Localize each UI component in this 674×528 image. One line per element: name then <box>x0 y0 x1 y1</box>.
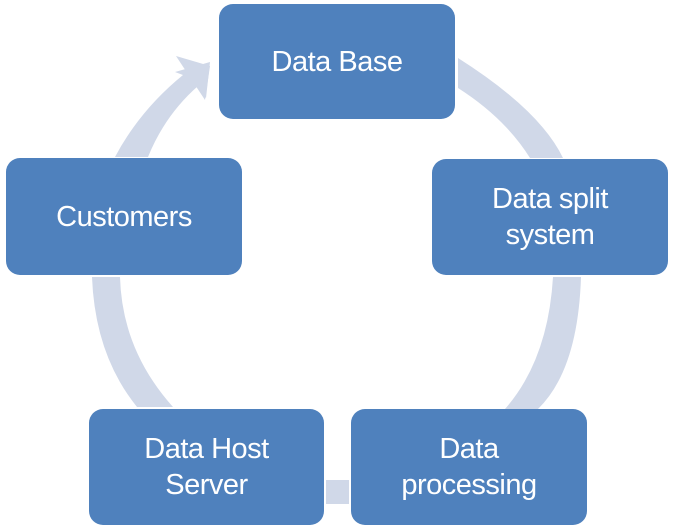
connector-customers-to-database <box>115 62 210 157</box>
connector-host-to-customers <box>92 277 173 407</box>
node-customers: Customers <box>6 158 242 275</box>
node-data-base: Data Base <box>219 4 455 119</box>
connector-database-to-split <box>458 58 563 158</box>
node-label: Data Host Server <box>144 433 269 501</box>
node-label: Data split system <box>492 183 608 251</box>
node-label: Data processing <box>401 433 537 501</box>
connector-split-to-processing <box>505 277 581 409</box>
node-label: Customers <box>56 200 192 233</box>
connector-processing-to-host <box>326 480 349 504</box>
node-data-processing: Data processing <box>351 409 587 525</box>
node-label: Data Base <box>271 45 403 78</box>
node-data-host-server: Data Host Server <box>89 409 324 525</box>
node-data-split-system: Data split system <box>432 159 668 275</box>
arrowhead-icon <box>176 56 210 100</box>
